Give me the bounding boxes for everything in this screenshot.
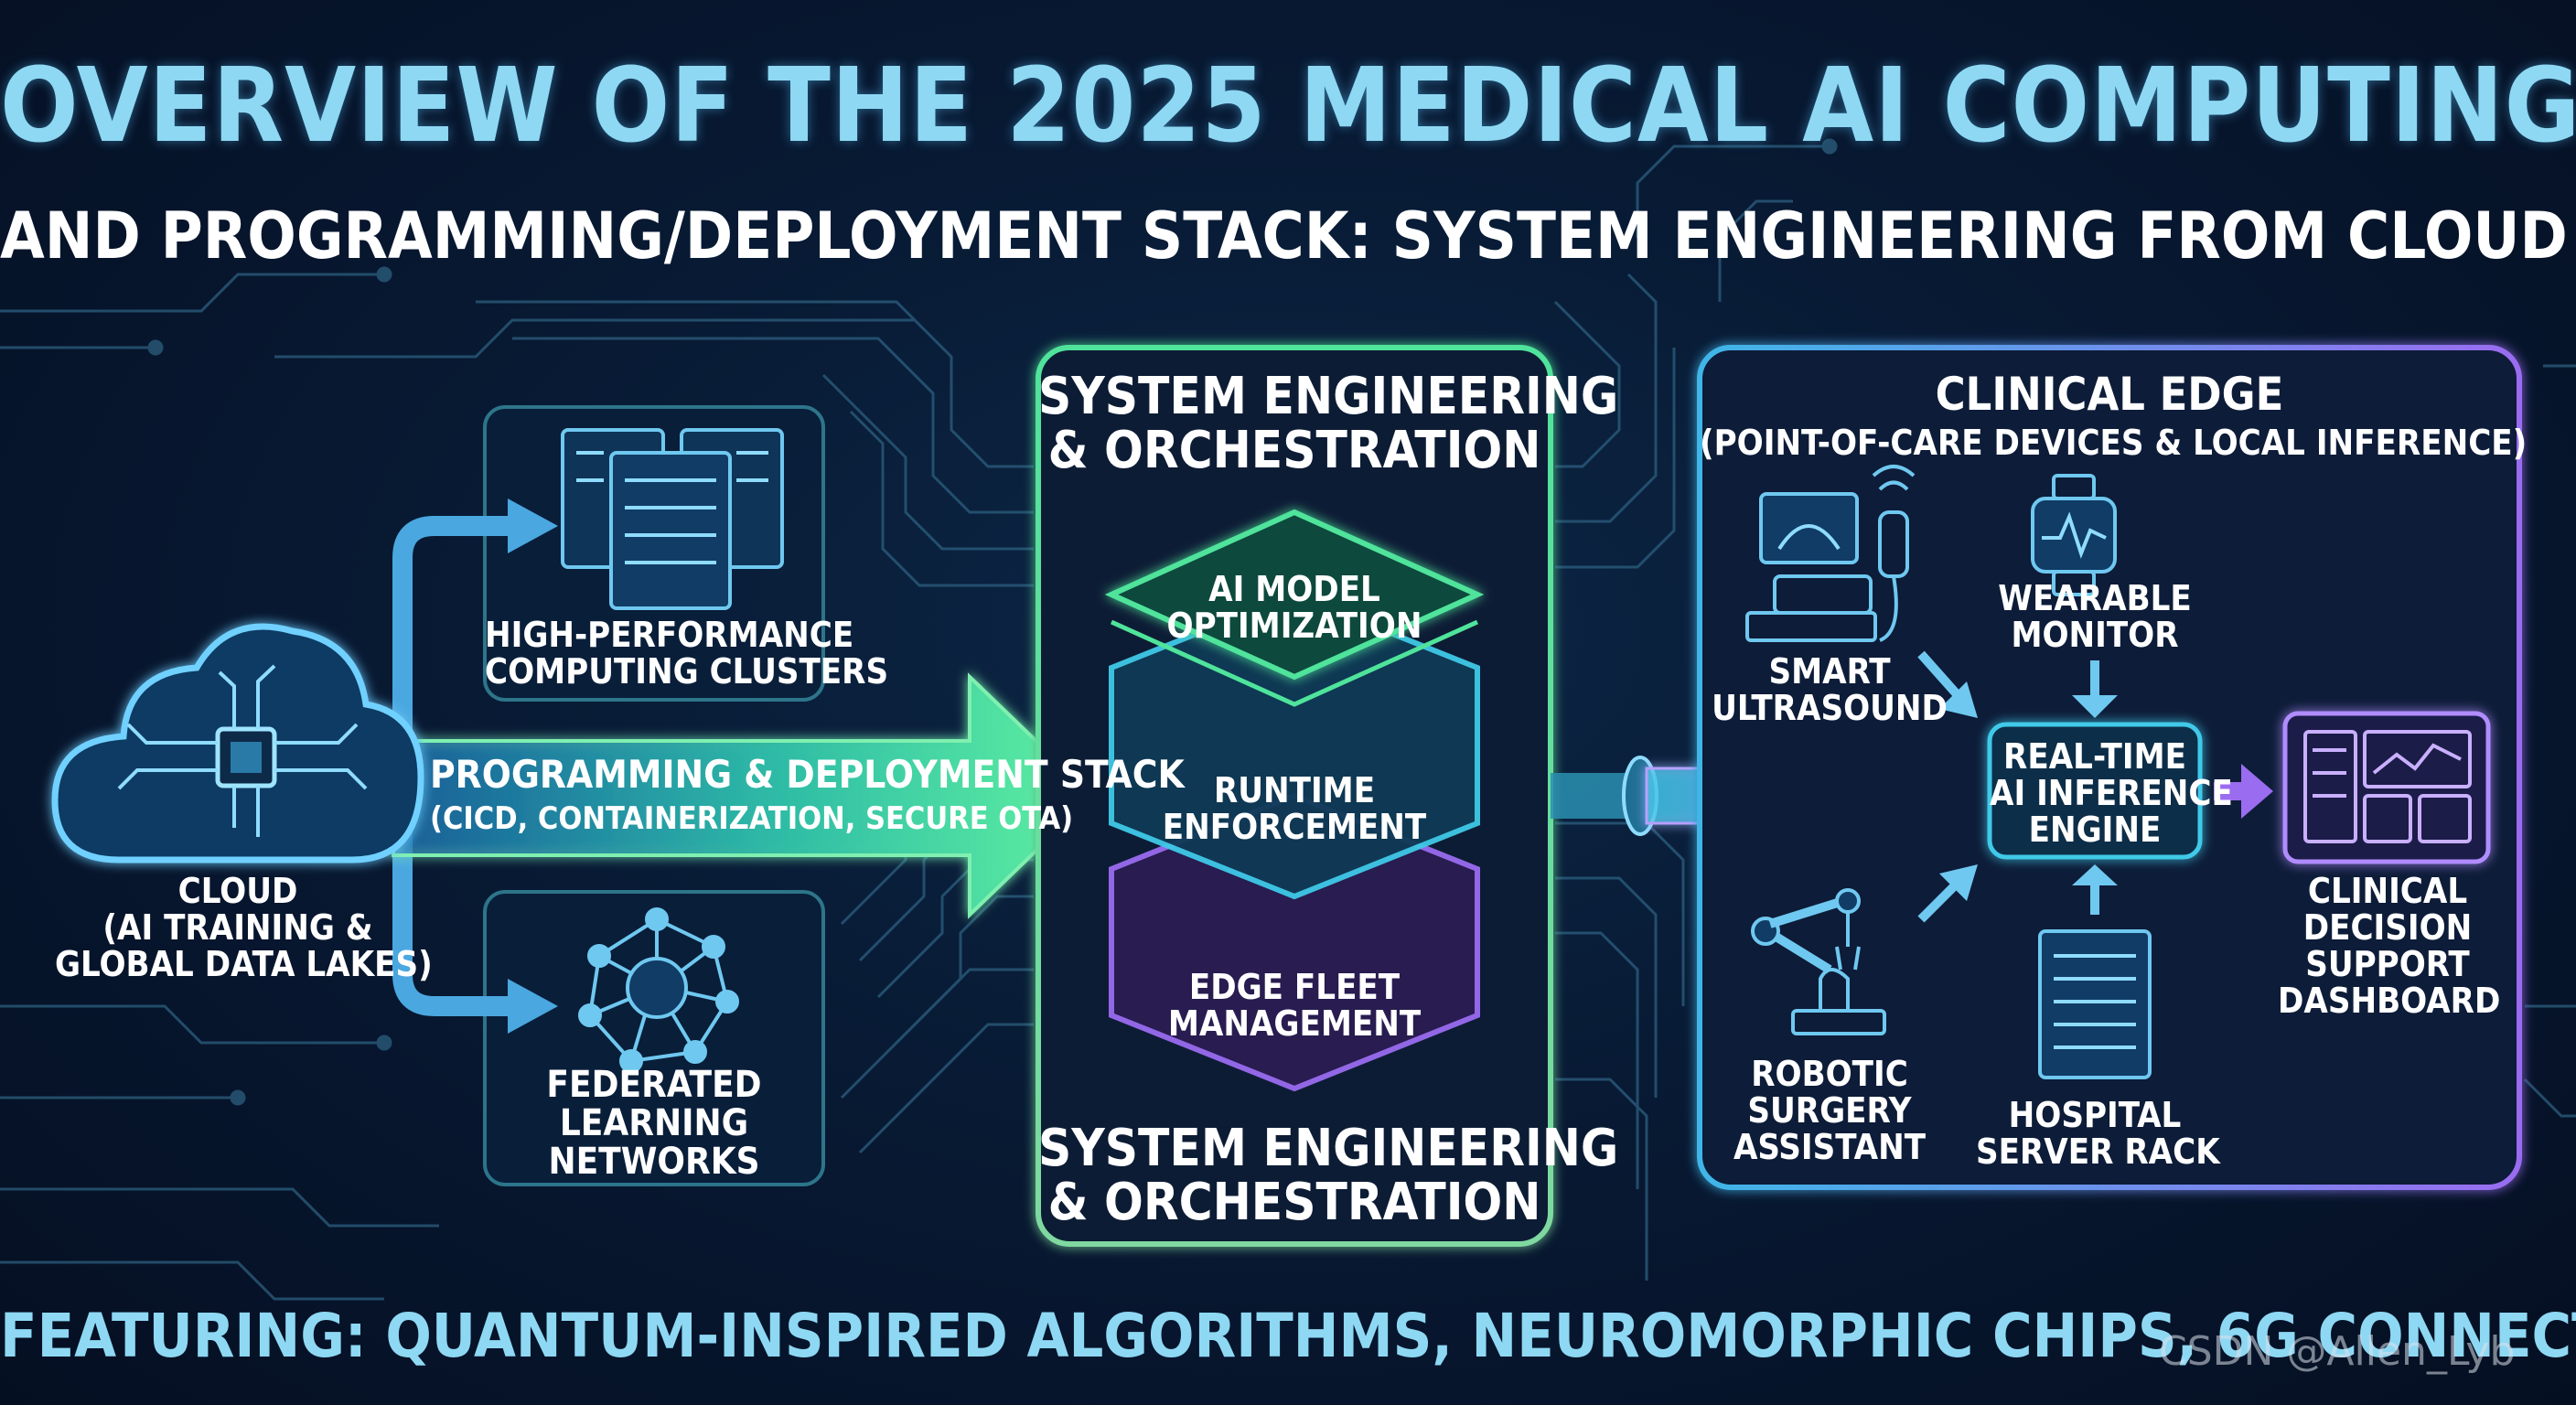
- engine-to-dashboard-arrow: [2214, 764, 2273, 819]
- cloud-branch-arrows: [392, 516, 512, 1016]
- ultrasound-icon: [1745, 465, 1916, 642]
- orchestration-top-heading: SYSTEM ENGINEERING& ORCHESTRATION: [1038, 367, 1619, 480]
- deployment-stack-arrow: [392, 672, 1096, 919]
- page-title: OVERVIEW OF THE 2025 MEDICAL AI COMPUTIN…: [0, 47, 2576, 166]
- server-cluster-icon: [561, 428, 784, 610]
- edge-flow-arrows: [1917, 650, 2118, 923]
- robotic-arm-icon: [1751, 888, 1886, 1035]
- circuit-traces: [0, 138, 2576, 1301]
- hospital-server-icon: [2038, 929, 2152, 1079]
- cloud-label: CLOUD(AI TRAINING &GLOBAL DATA LAKES): [55, 871, 433, 984]
- inference-engine-box: [1987, 722, 2203, 860]
- watermark: CSDN @Allen_Lyb: [2159, 1328, 2516, 1375]
- layer-model-opt-shape: [1104, 509, 1485, 681]
- deployment-stack-title: PROGRAMMING & DEPLOYMENT STACK: [430, 752, 1185, 797]
- dashboard-tablet-icon: [2282, 711, 2491, 864]
- layer-stack-graphic: [1104, 509, 1485, 1092]
- clinical-edge-heading: CLINICAL EDGE: [1935, 368, 2284, 421]
- cloud-icon: [51, 623, 424, 863]
- federated-box: [483, 890, 825, 1186]
- arrow-to-federated-head: [508, 979, 558, 1034]
- page-subtitle: AND PROGRAMMING/DEPLOYMENT STACK: SYSTEM…: [0, 198, 2576, 273]
- deployment-stack-subtitle: (CICD, CONTAINERIZATION, SECURE OTA): [430, 800, 1074, 837]
- federated-network-icon: [578, 907, 739, 1073]
- orchestration-bottom-heading: SYSTEM ENGINEERING& ORCHESTRATION: [1038, 1119, 1619, 1232]
- arrow-to-hpc-head: [508, 499, 558, 553]
- wearable-watch-icon: [2031, 474, 2117, 596]
- featuring-banner: FEATURING: QUANTUM-INSPIRED ALGORITHMS, …: [0, 1301, 2576, 1371]
- clinical-edge-subheading: (POINT-OF-CARE DEVICES & LOCAL INFERENCE…: [1700, 423, 2528, 463]
